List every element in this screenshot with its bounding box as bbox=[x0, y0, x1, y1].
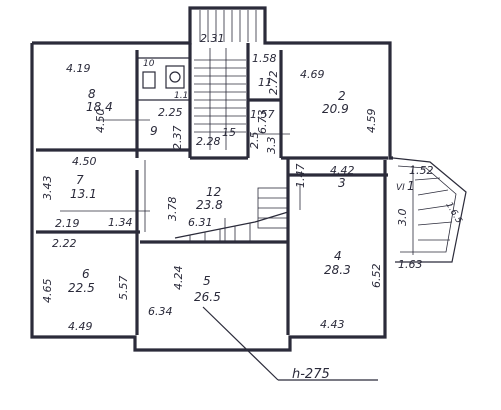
room-12-number: 12 bbox=[206, 185, 221, 199]
stair-mid-b-label: 6.73 bbox=[256, 110, 269, 135]
hall-stair bbox=[174, 187, 289, 241]
room-6-dim-a: 2.22 bbox=[52, 237, 77, 250]
room-11-number: 11 bbox=[258, 76, 272, 89]
room-3-dim-a: 4.42 bbox=[330, 164, 355, 177]
dimension-lines bbox=[60, 119, 378, 381]
room-1-number: 1 bbox=[407, 179, 415, 193]
room-12-dim-b: 3.78 bbox=[166, 197, 179, 222]
room-1-dim-a: 1.52 bbox=[409, 164, 434, 177]
room-6-dim-c: 4.65 bbox=[41, 279, 54, 304]
room-8-dim-a: 4.19 bbox=[66, 62, 91, 75]
stair-13-dim-b: 2.28 bbox=[196, 135, 221, 148]
room-11-dim-b: 2.72 bbox=[267, 71, 280, 96]
room-4-dim-a: 6.52 bbox=[370, 264, 383, 289]
room-11-dim-c: 1.57 bbox=[250, 108, 275, 121]
room-7-dim-a: 4.50 bbox=[72, 155, 97, 168]
room-6-dim-b: 5.57 bbox=[117, 276, 130, 301]
room-6-area: 22.5 bbox=[68, 281, 95, 295]
room-14-dim-a: 2.19 bbox=[55, 217, 80, 230]
room-4-area: 28.3 bbox=[324, 263, 351, 277]
room-6-number: 6 bbox=[82, 267, 90, 281]
room-5-dim-b: 4.24 bbox=[172, 266, 185, 291]
right-stair-label-b: 1.63 bbox=[398, 258, 423, 271]
stair-13-dim-a: 2.31 bbox=[200, 32, 225, 45]
room-4-dim-b: 4.43 bbox=[320, 318, 345, 331]
right-stair bbox=[412, 165, 453, 255]
room-14-dim-b: 1.34 bbox=[108, 216, 133, 229]
room-10-number: 10 bbox=[143, 59, 155, 69]
room-3-number: 3 bbox=[338, 176, 346, 190]
room-3-dim-b: 1.47 bbox=[294, 164, 307, 189]
room-5-dim-a: 6.34 bbox=[148, 305, 173, 318]
room-8-number: 8 bbox=[88, 87, 96, 101]
stair-mid-c-label: 3.3 bbox=[265, 137, 278, 155]
room-1-dim-b: 3.0 bbox=[396, 209, 409, 227]
bathroom-fixtures bbox=[142, 65, 185, 89]
outer-walls bbox=[30, 6, 467, 352]
room-7-dim-b: 3.43 bbox=[41, 176, 54, 201]
room-2-dim-b: 4.59 bbox=[365, 109, 378, 134]
room-6-dim-d: 4.49 bbox=[68, 320, 93, 333]
stair-13-dim-c: 15 bbox=[222, 126, 236, 139]
central-stair bbox=[194, 10, 257, 150]
room-2-area: 20.9 bbox=[322, 102, 349, 116]
room-9-dim-b: 2.37 bbox=[171, 126, 184, 151]
room-7-number: 7 bbox=[76, 173, 84, 187]
room-8-area: 18.4 bbox=[86, 100, 113, 114]
room-12-dim-a: 6.31 bbox=[188, 216, 213, 229]
room-4-number: 4 bbox=[334, 249, 342, 263]
stair-mid-label: 2.5 bbox=[248, 132, 261, 150]
room-7-area: 13.1 bbox=[70, 187, 97, 201]
room-2-number: 2 bbox=[338, 89, 346, 103]
room-11-dim-a: 1.58 bbox=[252, 52, 277, 65]
room-5-area: 26.5 bbox=[194, 290, 221, 304]
room-9-dim-a: 2.25 bbox=[158, 106, 183, 119]
room-10-dim: 1.1 bbox=[174, 91, 188, 101]
room-12-area: 23.8 bbox=[196, 198, 223, 212]
room-9-number: 9 bbox=[150, 124, 158, 138]
ceiling-height-note: h-275 bbox=[292, 367, 330, 382]
room-5-number: 5 bbox=[203, 274, 211, 288]
interior-walls bbox=[36, 43, 388, 335]
room-1-roman: VI bbox=[396, 183, 405, 193]
right-stair-label-a: 1.6.5 bbox=[443, 201, 463, 226]
room-8-dim-b: 4.50 bbox=[94, 109, 107, 134]
room-2-dim-a: 4.69 bbox=[300, 68, 325, 81]
